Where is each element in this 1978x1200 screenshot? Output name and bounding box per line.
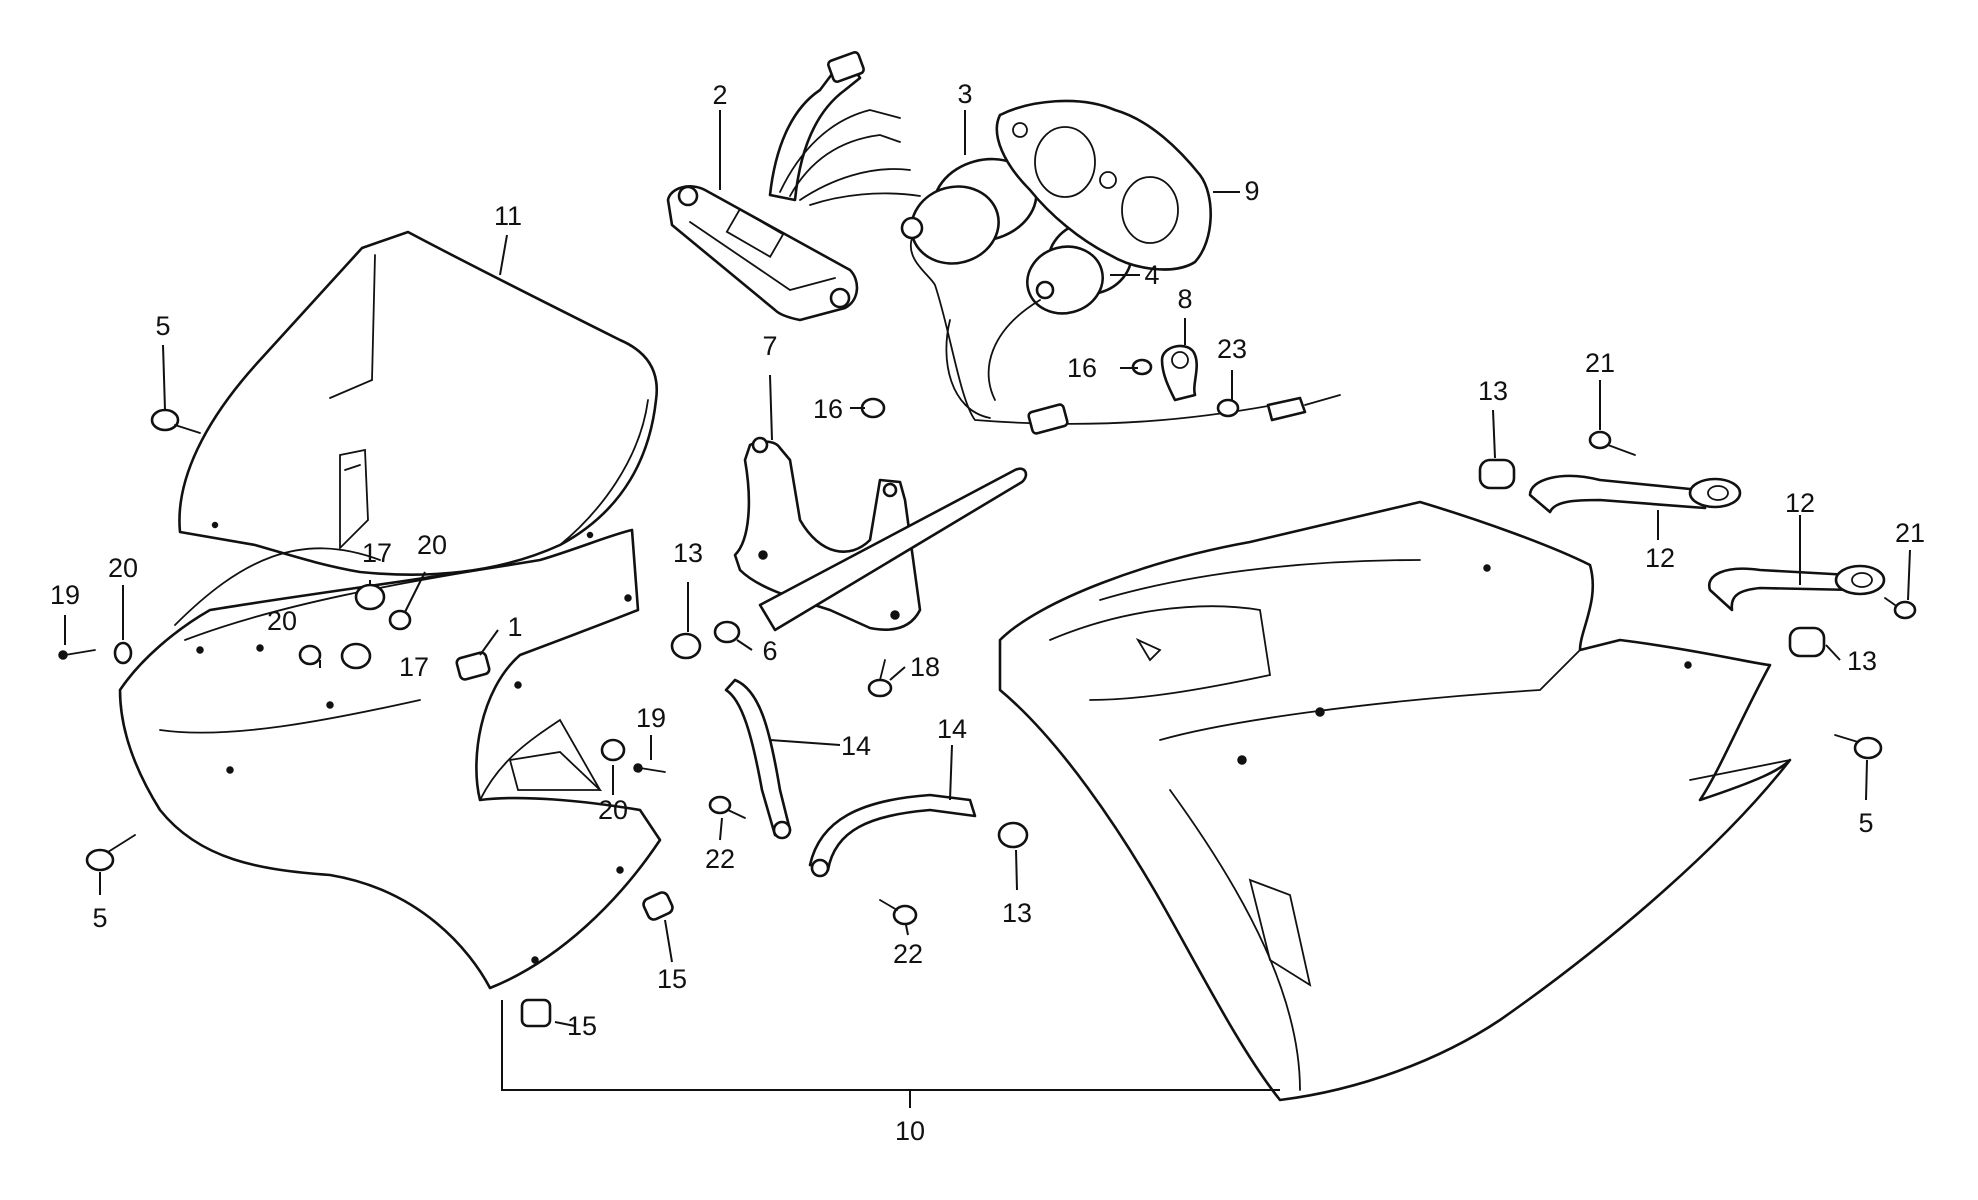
callout-1: 1 xyxy=(507,612,522,642)
callout-5-left-bottom: 5 xyxy=(92,903,107,933)
upper-fairing xyxy=(118,448,662,990)
callout-6: 6 xyxy=(762,636,777,666)
callout-7: 7 xyxy=(762,331,777,361)
meter-gasket xyxy=(995,99,1212,271)
callout-16-left: 16 xyxy=(813,394,843,424)
callout-11: 11 xyxy=(494,201,522,231)
callout-22-left: 22 xyxy=(705,844,735,874)
callout-23: 23 xyxy=(1217,334,1247,364)
windscreen xyxy=(178,230,659,576)
callout-16-right: 16 xyxy=(1067,353,1097,383)
regulator xyxy=(666,51,921,322)
lower-stays xyxy=(724,678,977,878)
callout-17-bottom: 17 xyxy=(399,652,429,682)
stay-bars xyxy=(1528,474,1886,612)
callout-14-right: 14 xyxy=(937,714,967,744)
clamp xyxy=(1160,344,1198,402)
callout-22-bottom: 22 xyxy=(893,939,923,969)
callout-2: 2 xyxy=(712,80,727,110)
callout-20-middle: 20 xyxy=(267,606,297,636)
fasteners xyxy=(58,358,1917,1028)
instrument-stay-bracket xyxy=(733,436,1028,632)
callout-3: 3 xyxy=(957,79,972,109)
callout-13-right: 13 xyxy=(1847,646,1877,676)
callout-5-left-top: 5 xyxy=(155,311,170,341)
leader-lines xyxy=(64,110,1911,1108)
callout-19-center: 19 xyxy=(636,703,666,733)
callout-12-right: 12 xyxy=(1785,488,1815,518)
callout-8: 8 xyxy=(1177,284,1192,314)
callout-17-top: 17 xyxy=(362,538,392,568)
callout-20-left: 20 xyxy=(108,553,138,583)
callout-4: 4 xyxy=(1144,260,1159,290)
callout-5-right: 5 xyxy=(1858,808,1873,838)
callout-21-right: 21 xyxy=(1895,518,1925,548)
callout-21-top: 21 xyxy=(1585,348,1615,378)
callout-20-top: 20 xyxy=(417,530,447,560)
callout-labels: 1 2 3 4 5 5 5 6 7 8 9 10 11 12 12 13 13 … xyxy=(50,79,1925,1146)
callout-13-center: 13 xyxy=(673,538,703,568)
callout-15-right: 15 xyxy=(657,964,687,994)
callout-9: 9 xyxy=(1244,176,1259,206)
callout-15-left: 15 xyxy=(567,1011,597,1041)
callout-12-top: 12 xyxy=(1645,543,1675,573)
callout-20-bottom: 20 xyxy=(598,795,628,825)
lower-cowl xyxy=(998,500,1792,1102)
callout-19-left: 19 xyxy=(50,580,80,610)
callout-13-bottom: 13 xyxy=(1002,898,1032,928)
callout-18: 18 xyxy=(910,652,940,682)
callout-13-top: 13 xyxy=(1478,376,1508,406)
callout-14-left: 14 xyxy=(841,731,871,761)
callout-10: 10 xyxy=(895,1116,925,1146)
